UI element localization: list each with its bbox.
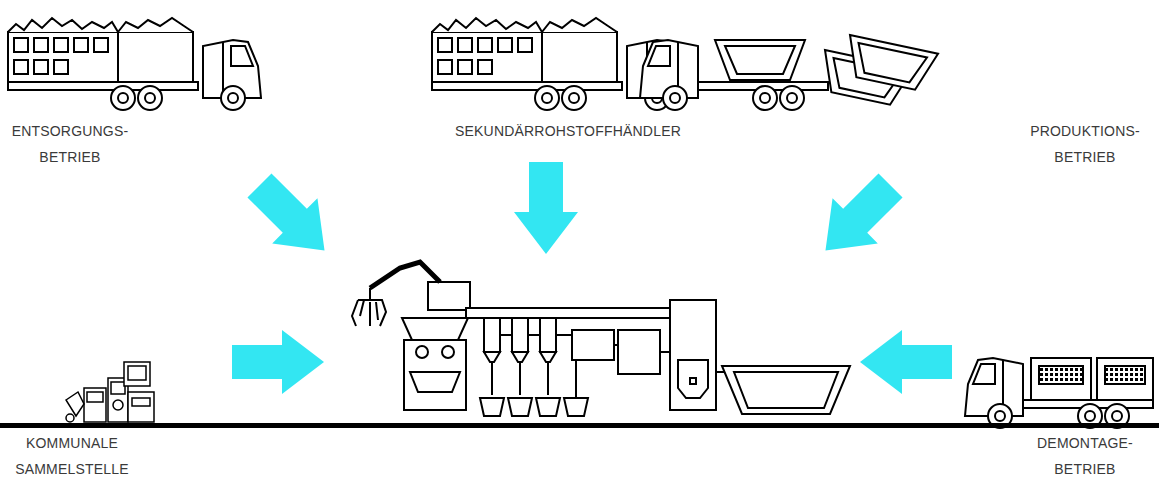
source-label: DEMONTAGE- BETRIEB [1037, 430, 1133, 482]
source-label: PRODUKTIONS- BETRIEB [1030, 118, 1140, 170]
source-label: ENTSORGUNGS- BETRIEB [12, 118, 129, 170]
source-label: KOMMUNALE SAMMELSTELLE [15, 430, 129, 482]
source-label: SEKUNDÄRROHSTOFFHÄNDLER [455, 118, 681, 144]
